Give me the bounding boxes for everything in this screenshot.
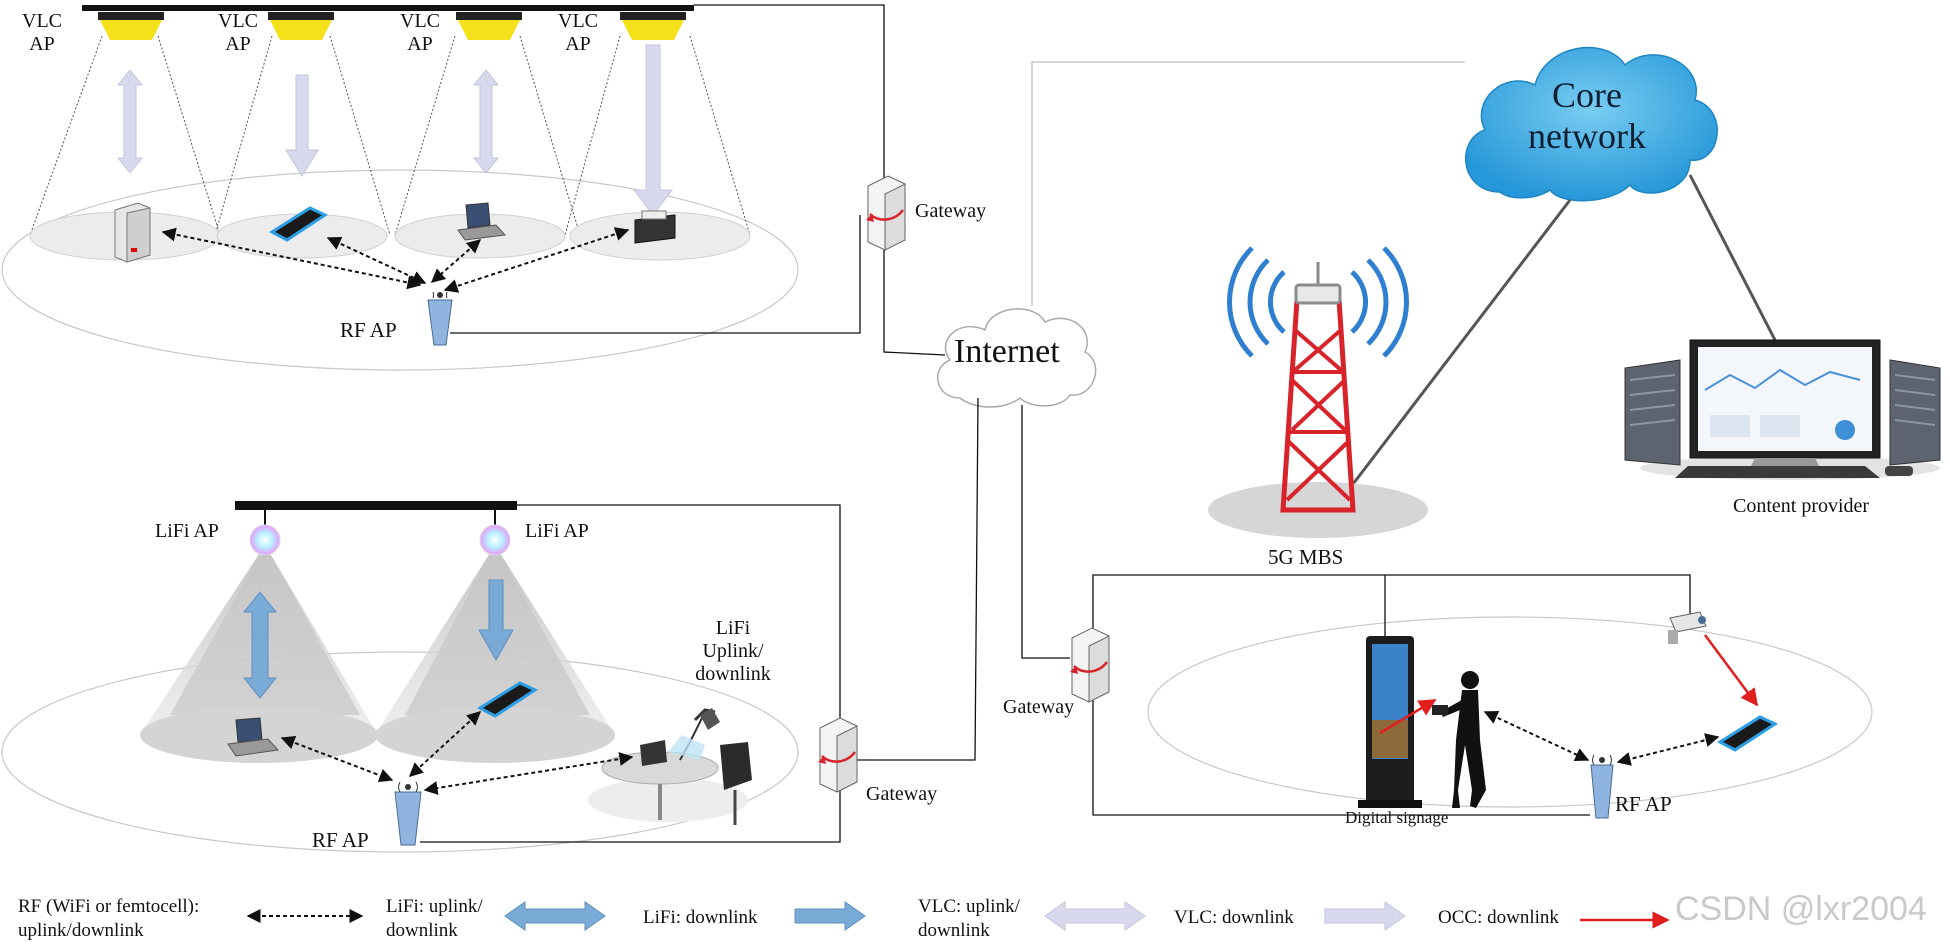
core-network-label: Core network xyxy=(1528,75,1646,157)
workstation-icon xyxy=(1624,339,1941,480)
watermark: CSDN @lxr2004 xyxy=(1675,890,1927,928)
desk-icon xyxy=(588,708,752,825)
printer-icon xyxy=(634,210,676,244)
vlc-lamp-icon xyxy=(98,12,686,40)
gateway-label-bottom-right: Gateway xyxy=(1003,696,1075,718)
gateway-icon xyxy=(866,175,906,251)
gateway-label-bottom-left: Gateway xyxy=(866,783,938,805)
five-g-mbs-label: 5G MBS xyxy=(1268,545,1344,569)
legend-vlc-down-label: VLC: downlink xyxy=(1174,907,1294,928)
gateway-label-top: Gateway xyxy=(915,200,987,222)
gateway-icon xyxy=(818,717,858,793)
lifi-ap-label-right: LiFi AP xyxy=(525,520,589,542)
legend-rf-label: RF (WiFi or femtocell): uplink/downlink xyxy=(18,896,200,941)
lifi-uplink-downlink-label: LiFi Uplink/ downlink xyxy=(695,617,771,685)
vlc-room xyxy=(1,4,885,371)
server-icon xyxy=(114,202,151,263)
rf-ap-label-bottom-left: RF AP xyxy=(312,828,369,852)
rf-ap-label-top: RF AP xyxy=(340,318,397,342)
vlc-ap-label-1: VLC AP xyxy=(22,10,62,55)
internet-label: Internet xyxy=(954,333,1060,370)
legend-vlc-updown-label: VLC: uplink/ downlink xyxy=(918,896,1020,941)
lifi-ap-label-left: LiFi AP xyxy=(155,520,219,542)
router-icon xyxy=(1590,754,1614,819)
tower-icon xyxy=(1208,246,1428,538)
laptop-icon xyxy=(227,717,280,757)
smartphone-icon xyxy=(477,681,539,718)
legend-occ-down-label: OCC: downlink xyxy=(1438,907,1559,928)
person-icon xyxy=(1432,671,1486,808)
legend-lifi-updown-label: LiFi: uplink/ downlink xyxy=(386,896,483,941)
legend-lifi-down-label: LiFi: downlink xyxy=(643,907,758,928)
smartphone-icon xyxy=(1717,715,1779,752)
signage-icon xyxy=(1358,636,1422,808)
router-icon xyxy=(394,781,422,846)
lifi-bulb-icon xyxy=(249,510,511,556)
vlc-ap-label-4: VLC AP xyxy=(558,10,598,55)
cloud-icon xyxy=(1464,46,1718,202)
vlc-ap-label-3: VLC AP xyxy=(400,10,440,55)
cloud-icon xyxy=(936,308,1097,408)
gateway-icon xyxy=(1070,627,1110,703)
rf-ap-label-bottom-right: RF AP xyxy=(1615,792,1672,816)
vlc-ap-label-2: VLC AP xyxy=(218,10,258,55)
occ-room xyxy=(1092,574,1873,819)
camera-icon xyxy=(1668,611,1707,644)
content-provider-label: Content provider xyxy=(1733,495,1870,517)
digital-signage-label: Digital signage xyxy=(1345,808,1449,827)
router-icon xyxy=(427,291,453,346)
lifi-room xyxy=(1,501,841,853)
legend xyxy=(246,901,1670,931)
